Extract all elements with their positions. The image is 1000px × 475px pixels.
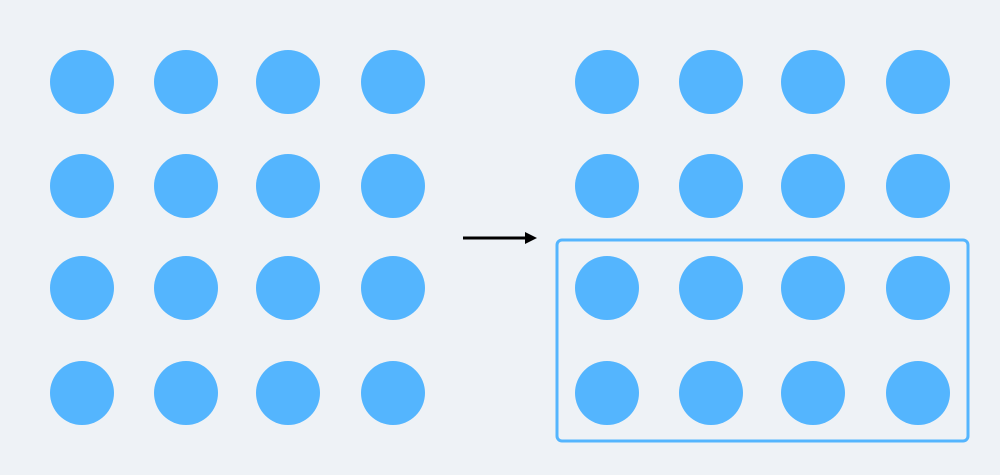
left-dot-r2-c1 xyxy=(50,154,114,218)
left-dot-r4-c3 xyxy=(256,361,320,425)
right-dot-r3-c3 xyxy=(781,256,845,320)
right-arrow-icon xyxy=(463,232,537,244)
left-dot-r4-c4 xyxy=(361,361,425,425)
right-dot-r2-c1 xyxy=(575,154,639,218)
right-dot-r1-c1 xyxy=(575,50,639,114)
left-dot-r4-c1 xyxy=(50,361,114,425)
right-dot-r2-c3 xyxy=(781,154,845,218)
left-dot-r1-c1 xyxy=(50,50,114,114)
left-dot-r2-c4 xyxy=(361,154,425,218)
left-dot-r1-c2 xyxy=(154,50,218,114)
right-dot-grid xyxy=(575,50,950,425)
highlight-box xyxy=(555,238,970,443)
left-dot-r2-c2 xyxy=(154,154,218,218)
left-dot-r4-c2 xyxy=(154,361,218,425)
right-dot-r4-c3 xyxy=(781,361,845,425)
left-dot-r3-c4 xyxy=(361,256,425,320)
arrow-head xyxy=(525,232,537,244)
left-dot-r2-c3 xyxy=(256,154,320,218)
right-dot-r4-c1 xyxy=(575,361,639,425)
right-dot-r3-c4 xyxy=(886,256,950,320)
right-dot-r3-c2 xyxy=(679,256,743,320)
right-dot-r1-c2 xyxy=(679,50,743,114)
right-dot-r4-c4 xyxy=(886,361,950,425)
left-dot-r1-c4 xyxy=(361,50,425,114)
left-dot-r3-c1 xyxy=(50,256,114,320)
right-dot-r2-c2 xyxy=(679,154,743,218)
right-dot-r1-c4 xyxy=(886,50,950,114)
left-dot-r3-c3 xyxy=(256,256,320,320)
right-dot-r3-c1 xyxy=(575,256,639,320)
left-dot-r3-c2 xyxy=(154,256,218,320)
left-dot-grid xyxy=(50,50,425,425)
right-dot-r4-c2 xyxy=(679,361,743,425)
left-dot-r1-c3 xyxy=(256,50,320,114)
right-dot-r1-c3 xyxy=(781,50,845,114)
right-dot-r2-c4 xyxy=(886,154,950,218)
